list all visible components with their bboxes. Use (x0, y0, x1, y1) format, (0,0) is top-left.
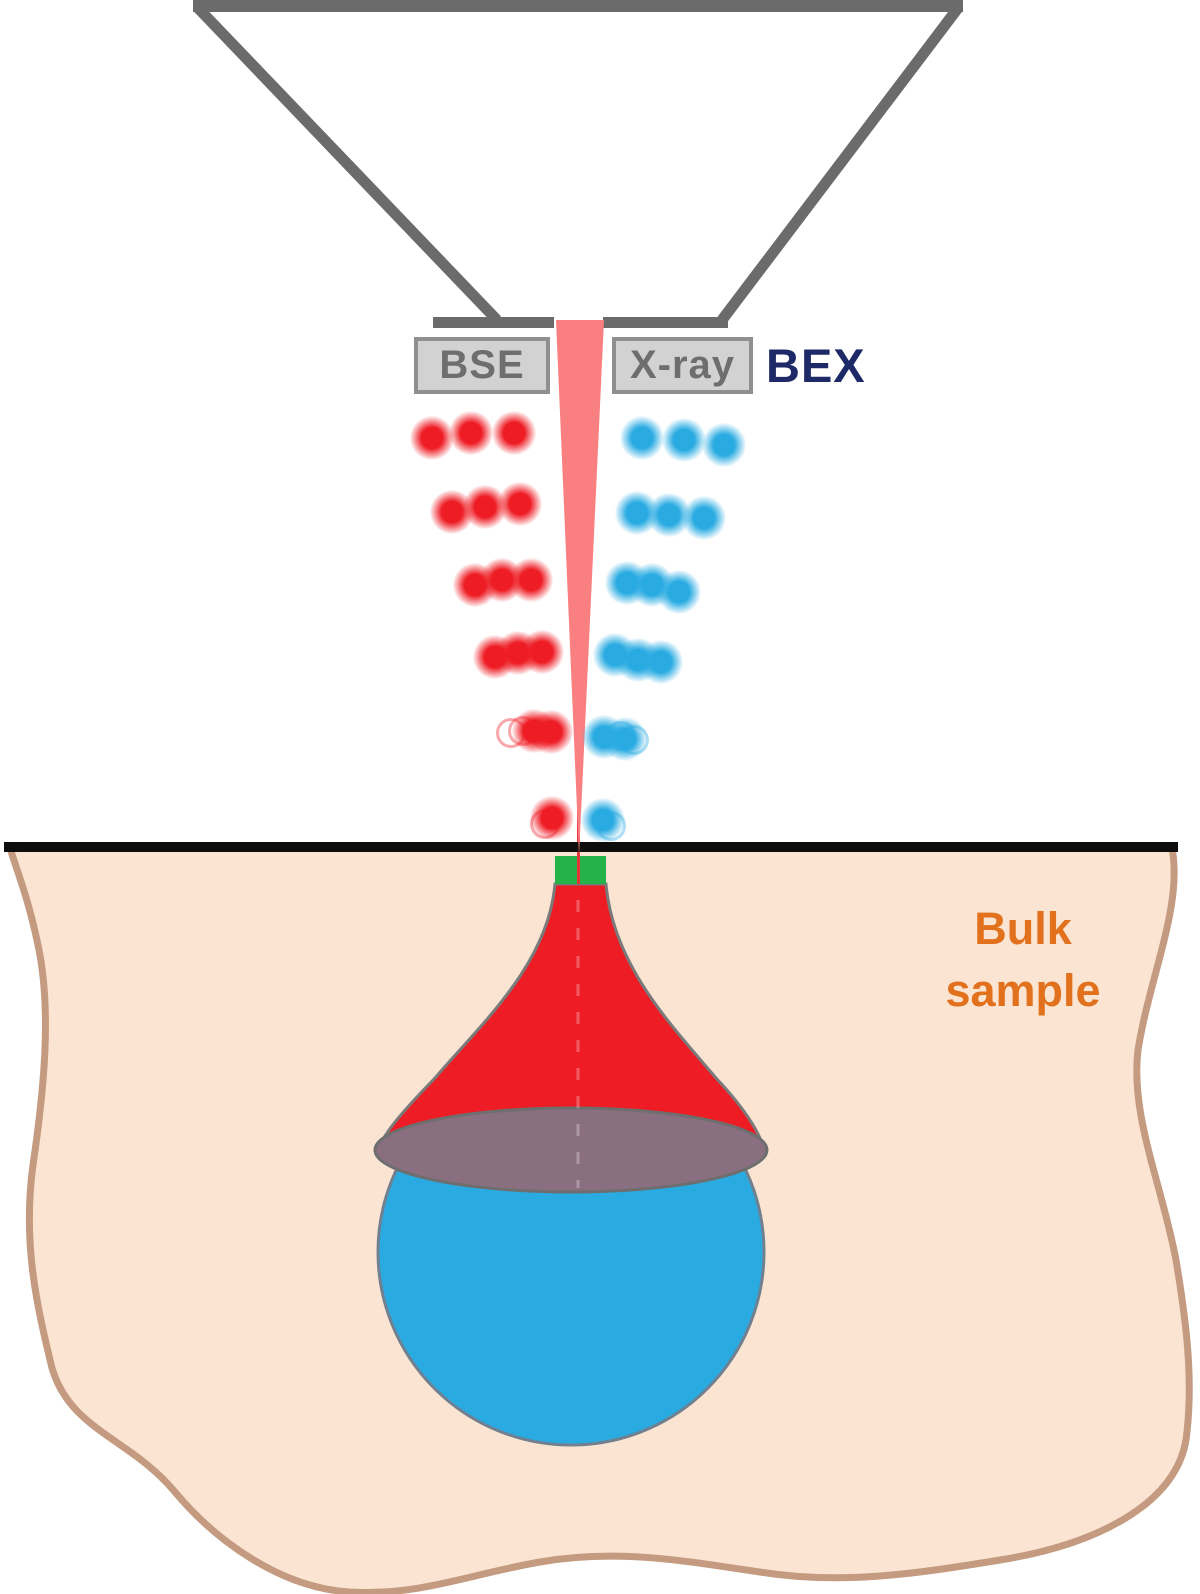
pole-piece-bottom-left (433, 317, 554, 328)
interaction-disc (373, 1106, 769, 1194)
bse-label-text: BSE (439, 343, 525, 387)
bex-label: BEX (766, 338, 866, 392)
xray-detector-label: X-ray (612, 337, 753, 394)
bse-detector-label: BSE (414, 337, 550, 394)
pole-piece-left-wall (194, 4, 501, 324)
bex-label-text: BEX (766, 338, 866, 392)
bulk-sample-label: Bulk sample (945, 903, 1101, 1016)
pole-piece-right-wall (717, 4, 963, 324)
beam-entry-spot (555, 856, 606, 884)
xray-label-text: X-ray (629, 343, 736, 387)
surface-line (4, 842, 1178, 852)
pole-piece-top-bar (193, 0, 963, 12)
electron-beam (556, 320, 604, 856)
pole-piece-bottom-right (603, 317, 728, 328)
